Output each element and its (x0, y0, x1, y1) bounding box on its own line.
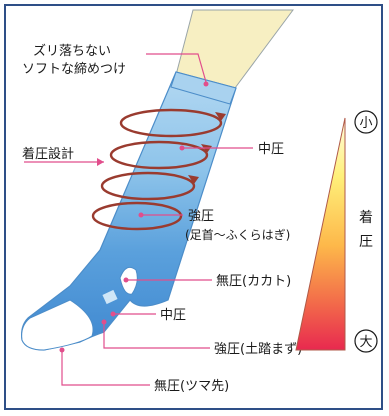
arrowhead (215, 112, 226, 121)
label-strong-calf-2: (足首〜ふくらはぎ) (185, 228, 290, 242)
label-strong-arch: 強圧(土踏まず) (214, 342, 302, 357)
label-none-toe: 無圧(ツマ先) (154, 379, 229, 394)
label-no-slip-1: ズリ落ちない (33, 43, 111, 59)
sock-top-band (170, 71, 237, 105)
spiral-ring (100, 171, 196, 201)
spiral-ring (109, 140, 209, 170)
dot (123, 277, 129, 283)
leader-no-slip (146, 53, 207, 83)
dot (138, 212, 144, 218)
label-no-slip-2: ソフトな締めつけ (22, 61, 126, 77)
label-none-heel: 無圧(カカト) (216, 274, 291, 289)
compression-spirals (91, 108, 223, 231)
scale-title-bottom: 圧 (359, 234, 373, 250)
sock-heel (119, 266, 138, 295)
leader-strong-arch (103, 322, 210, 349)
dot (101, 319, 107, 325)
arrowhead (188, 175, 199, 184)
scale-small-badge (354, 110, 378, 134)
dot (203, 81, 209, 87)
sock-toe (21, 299, 94, 351)
label-medium-upper: 中圧 (258, 142, 284, 157)
dot (110, 311, 116, 317)
leader-lines (24, 53, 253, 386)
scale-large-label: 大 (359, 335, 372, 350)
spiral-ring (91, 201, 183, 231)
design-arrowhead (97, 158, 104, 166)
scale-large-badge (354, 329, 378, 353)
scale-title-top: 着 (359, 210, 373, 226)
spiral-ring (119, 108, 223, 138)
dot (59, 347, 65, 353)
pressure-scale-wedge (295, 117, 346, 351)
label-design: 着圧設計 (22, 146, 74, 162)
leader-dots (59, 81, 209, 353)
scale-small-label: 小 (359, 116, 372, 131)
leader-none-toe (61, 350, 150, 386)
label-medium-lower: 中圧 (160, 308, 186, 323)
label-strong-calf-1: 強圧 (188, 209, 214, 224)
dot (179, 145, 185, 151)
sock-arch-patch (102, 289, 118, 305)
